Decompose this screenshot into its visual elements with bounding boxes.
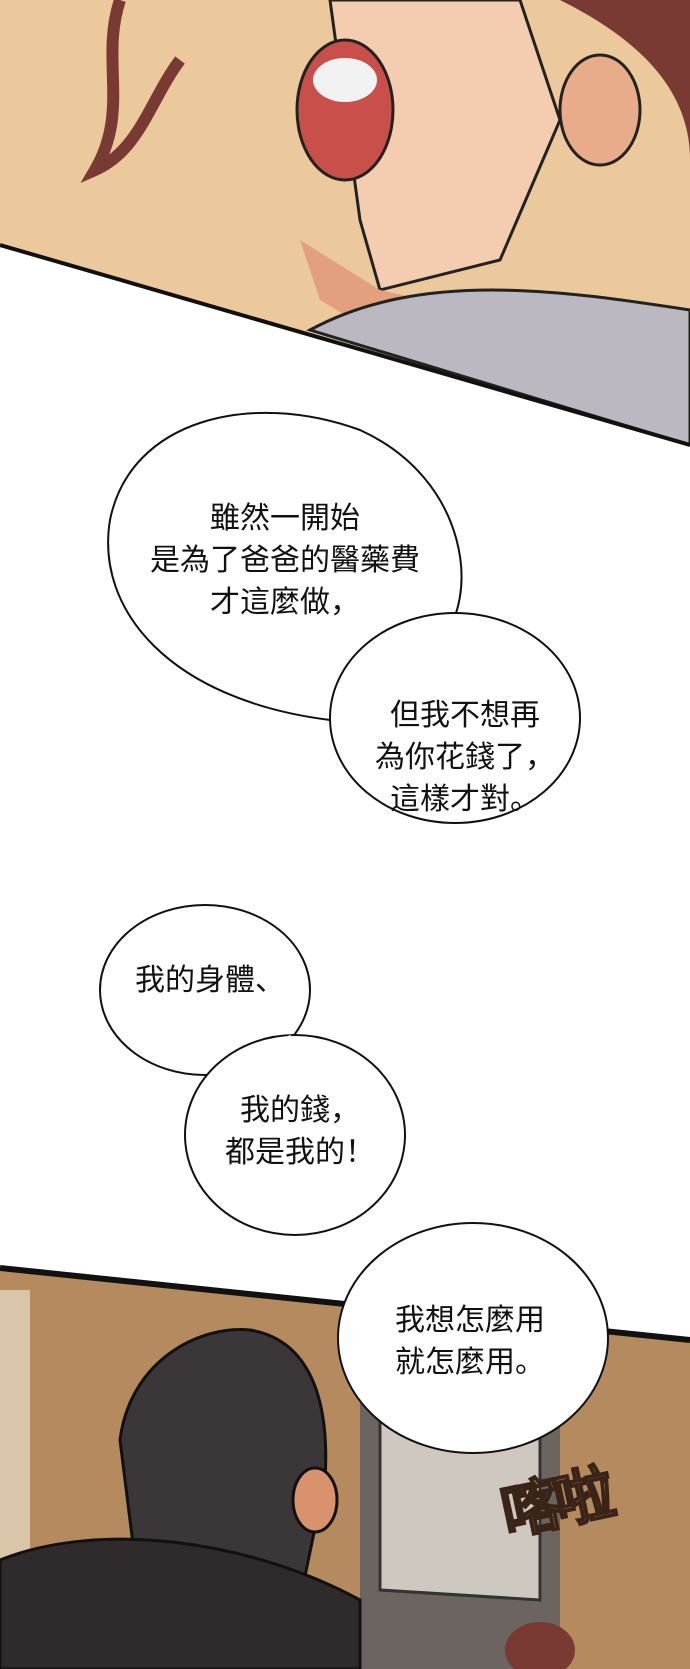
speech-bubble-5 [337, 1222, 609, 1454]
top-panel-woman-shouting [0, 0, 690, 447]
dialogue-text-4: 我的錢， 都是我的！ [225, 1093, 375, 1170]
speech-bubble-4 [184, 1034, 406, 1236]
dialogue-text-3: 我的身體、 [135, 963, 285, 998]
speech-bubble-2 [329, 612, 581, 824]
dialogue-text-2: 但我不想再 為你花錢了， 這樣才對。 [375, 698, 555, 817]
dialogue-text-1: 雖然一開始 是為了爸爸的醫藥費 才這麼做， [150, 501, 420, 620]
speech-bubble-3 [99, 904, 311, 1076]
dialogue-text-5: 我想怎麼用 就怎麼用。 [395, 1303, 545, 1380]
